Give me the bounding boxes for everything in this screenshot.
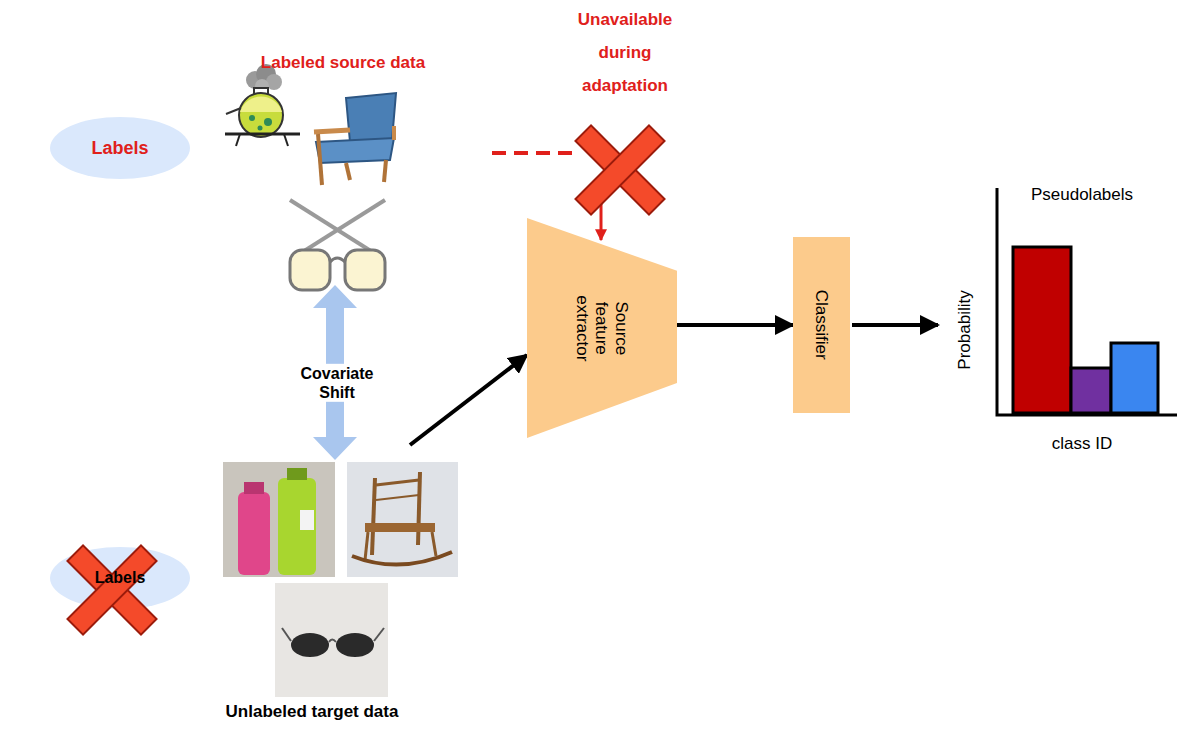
axis-label: class ID [1012, 434, 1152, 454]
unavailable-note: Unavailable during adaptation [565, 3, 685, 102]
source-data-label: Labeled source data [213, 53, 473, 73]
node-text: Classifier [812, 277, 832, 372]
shift-label: Covariate Shift [287, 364, 387, 402]
goggles-picture [290, 200, 385, 290]
cross-mark [575, 125, 664, 214]
armchair-picture [314, 93, 396, 185]
flask-picture [225, 64, 300, 146]
axis-label: Probability [955, 260, 975, 400]
output-arrow [852, 323, 938, 327]
rocking-chair-photo [347, 462, 458, 577]
label-ellipse: Labels [50, 547, 190, 609]
feature-extractor: Source feature extractor [527, 218, 677, 438]
chart-title: Pseudolabels [1002, 185, 1162, 205]
target-data-label: Unlabeled target data [182, 702, 442, 722]
flow-arrow [677, 323, 793, 327]
trapezoid-shape [527, 218, 677, 438]
bottles-photo [223, 462, 335, 577]
sunglasses-photo [275, 583, 388, 697]
cross-mark [67, 545, 156, 634]
node-text: Source feature extractor [573, 287, 632, 369]
label-ellipse: Labels [50, 117, 190, 179]
classifier-box: Classifier [793, 237, 850, 413]
unavailable-dashed-line [492, 151, 580, 155]
node-text: Labels [60, 569, 180, 587]
pseudolabel-bar-chart [997, 188, 1177, 415]
input-arrow [410, 355, 527, 445]
node-text: Labels [60, 138, 180, 159]
